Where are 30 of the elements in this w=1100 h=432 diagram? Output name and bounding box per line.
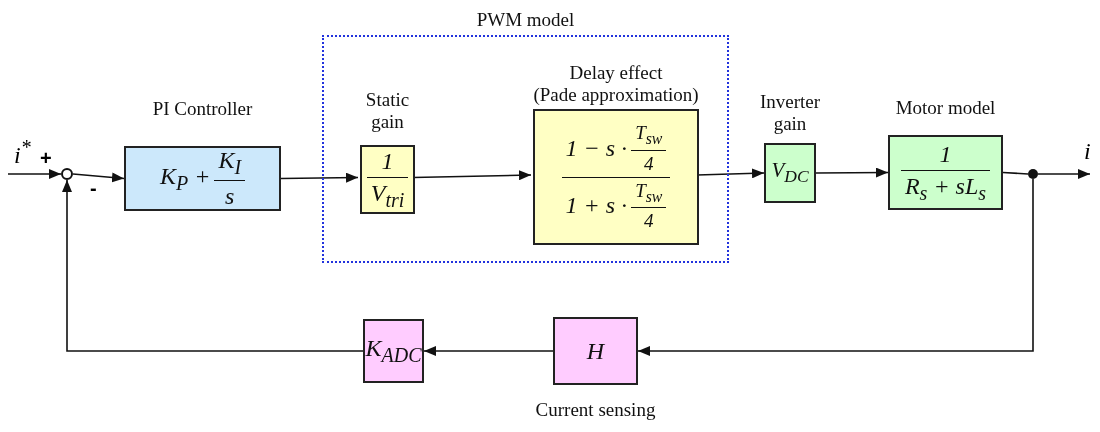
transfer-function: K$_{ADC}$ [365,335,422,367]
signal-label: i$^{*}$ [14,136,31,169]
transfer-function: K$_{P}$ + K$_{I}$ s [159,146,246,211]
block-title: (Pade approximation) [532,84,700,106]
transfer-function: V$_{DC}$ [771,158,809,188]
block-title: Inverter gain [758,91,822,135]
block-title: Static gain [364,89,411,133]
arrow [423,346,554,356]
transfer-function: 1 V$_{tri}$ [366,147,409,212]
arrow [1037,169,1091,179]
block-caption: Current sensing [534,399,657,421]
arrow [72,172,125,183]
junction-dot [1028,169,1038,179]
block-title: Delay effect [568,62,664,84]
arrow [637,178,1034,356]
sign-label: - [90,177,97,200]
block-title: PWM model [475,9,576,31]
sign-label: + [40,147,52,170]
block-title: Motor model [894,97,997,119]
block-title: PI Controller [151,98,254,120]
signal-label: i [1084,138,1091,165]
transfer-function: 1 − s · T$_{sw}$ 4 1 + s · T$_{sw}$ 4 [561,121,671,233]
arrow [280,172,359,183]
summing-junction [61,168,73,180]
arrow [815,167,889,178]
block-box [363,319,424,383]
arrow [7,169,62,179]
arrow [62,179,364,352]
transfer-function: H [586,337,605,365]
transfer-function: 1 R$_{s}$ + sL$_{s}$ [900,140,991,205]
